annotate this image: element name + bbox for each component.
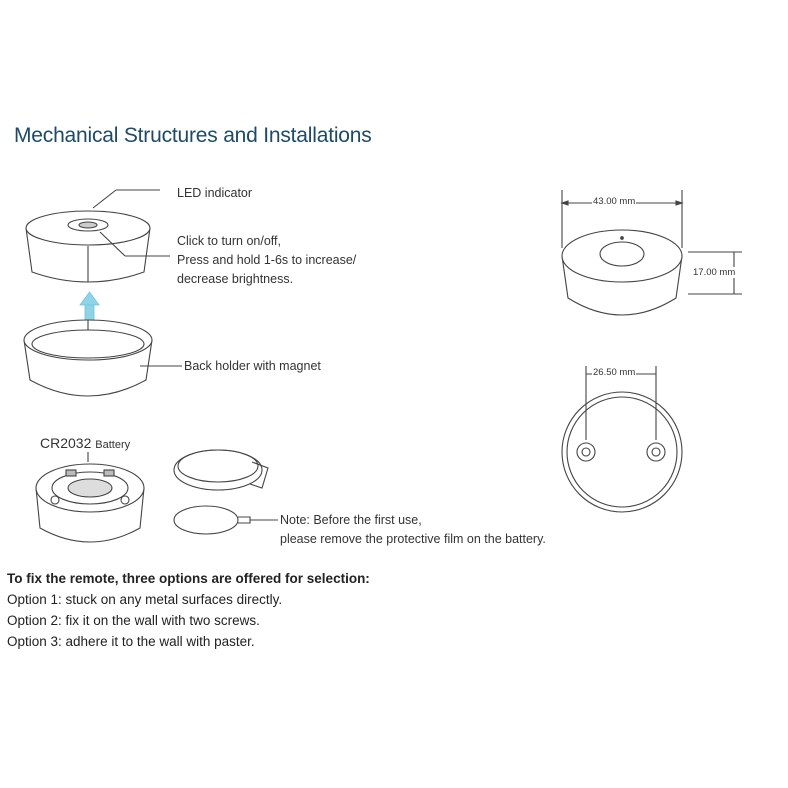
- back-holder-label: Back holder with magnet: [184, 359, 321, 373]
- click-instruction-line-3: decrease brightness.: [177, 272, 294, 286]
- page-title: Mechanical Structures and Installations: [14, 124, 372, 147]
- battery-suffix: Battery: [95, 439, 131, 451]
- option-2: Option 2: fix it on the wall with two sc…: [7, 613, 260, 628]
- led-button: [67, 218, 109, 232]
- assembly-arrow: [79, 291, 100, 321]
- options-heading: To fix the remote, three options are off…: [7, 571, 370, 586]
- diameter-dimension: 43.00 mm: [592, 196, 637, 207]
- back-holder-drawing: [23, 319, 153, 397]
- led-leader-line: [92, 189, 117, 209]
- battery-base-drawing: [35, 452, 145, 543]
- click-instruction-line-1: Click to turn on/off,: [177, 234, 281, 248]
- option-3: Option 3: adhere it to the wall with pas…: [7, 634, 255, 649]
- led-indicator-label: LED indicator: [177, 186, 253, 200]
- option-1: Option 1: stuck on any metal surfaces di…: [7, 592, 283, 607]
- coin-cell-drawing: [173, 449, 269, 491]
- battery-label: CR2032 Battery: [40, 434, 130, 455]
- battery-model: CR2032: [40, 435, 92, 451]
- remote-unit-drawing: [25, 210, 151, 283]
- bottom-view-drawing: [561, 391, 683, 513]
- note-line-1: Note: Before the first use,: [280, 513, 422, 527]
- side-view-drawing: [561, 229, 683, 316]
- hole-spacing-dimension: 26.50 mm: [592, 367, 637, 378]
- protective-film-drawing: [173, 505, 251, 535]
- note-line-2: please remove the protective film on the…: [280, 532, 546, 546]
- height-dimension: 17.00 mm: [692, 267, 737, 278]
- click-instruction-line-2: Press and hold 1-6s to increase/: [177, 253, 357, 267]
- click-leader-line: [99, 231, 126, 257]
